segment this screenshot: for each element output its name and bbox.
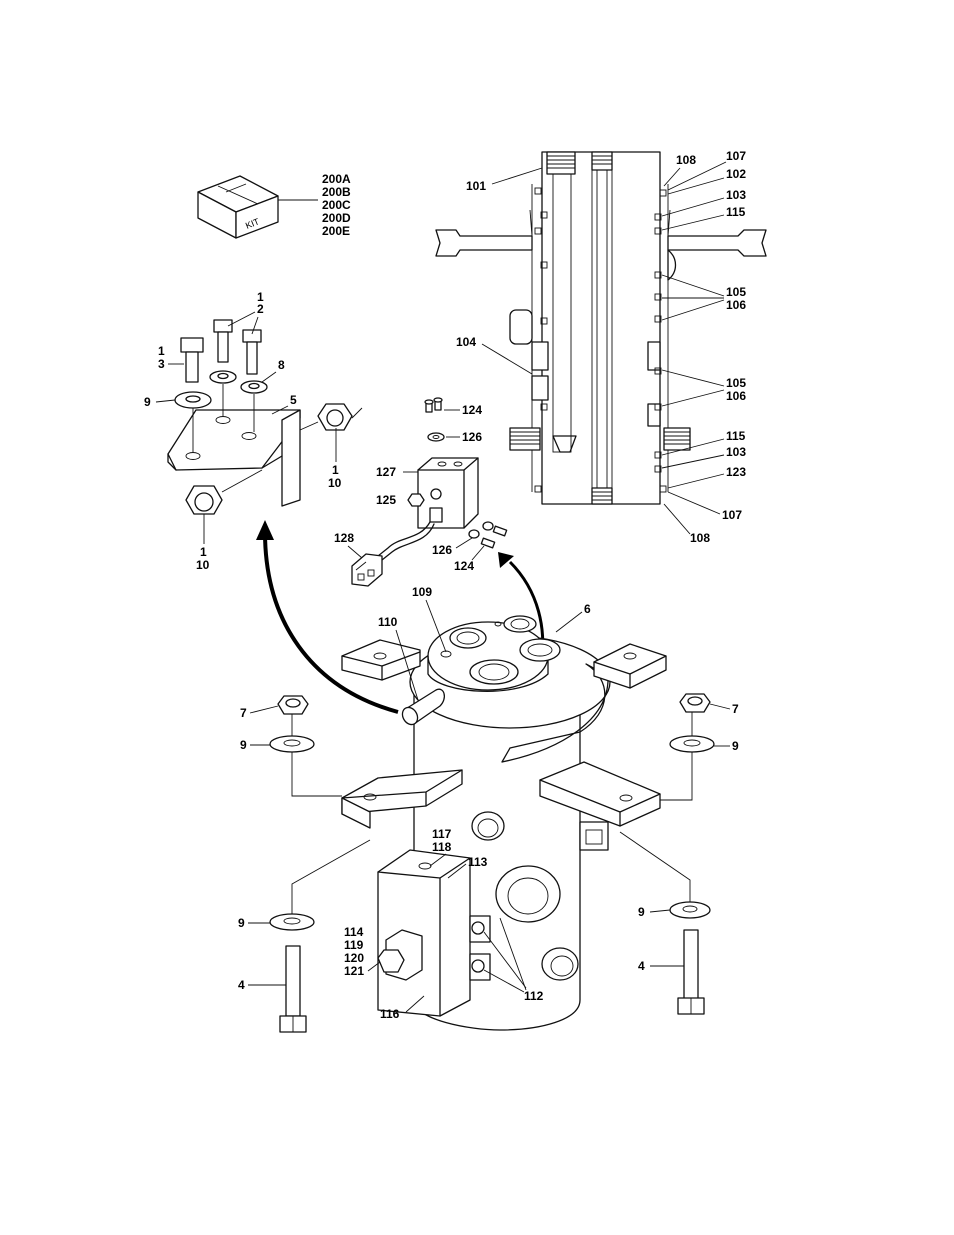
callout-128: 128: [334, 531, 354, 545]
callout-124: 124: [454, 559, 474, 573]
callout-108: 108: [690, 531, 710, 545]
callout-3: 3: [158, 357, 165, 371]
callout-103: 103: [726, 445, 746, 459]
callout-7: 7: [240, 706, 247, 720]
callout-106: 106: [726, 389, 746, 403]
callout-200a: 200A: [322, 172, 351, 186]
callout-4: 4: [238, 978, 245, 992]
callout-107: 107: [726, 149, 746, 163]
callout-200b: 200B: [322, 185, 351, 199]
callout-125: 125: [376, 493, 396, 507]
callout-9: 9: [238, 916, 245, 930]
callout-105: 105: [726, 285, 746, 299]
callout-109: 109: [412, 585, 432, 599]
callout-120: 120: [344, 951, 364, 965]
callout-117: 117: [432, 827, 452, 841]
callout-103: 103: [726, 188, 746, 202]
callout-5: 5: [290, 393, 297, 407]
callout-102: 102: [726, 167, 746, 181]
callout-1: 1: [158, 344, 165, 358]
cartridge-assembly: [436, 152, 766, 504]
callout-1: 1: [200, 545, 207, 559]
callout-113: 113: [468, 855, 488, 869]
callout-9: 9: [638, 905, 645, 919]
callout-4: 4: [638, 959, 645, 973]
callout-8: 8: [278, 358, 285, 372]
kit-callouts: 200A 200B 200C 200D 200E: [322, 172, 351, 238]
callout-126: 126: [462, 430, 482, 444]
callout-6: 6: [584, 602, 591, 616]
callout-114: 114: [344, 925, 364, 939]
callout-123: 123: [726, 465, 746, 479]
callout-106: 106: [726, 298, 746, 312]
callout-101: 101: [466, 179, 486, 193]
callout-10: 10: [196, 558, 210, 572]
callout-9: 9: [732, 739, 739, 753]
callout-107: 107: [722, 508, 742, 522]
main-housing: [342, 616, 666, 1030]
callout-9: 9: [144, 395, 151, 409]
callout-2: 2: [257, 302, 264, 316]
callout-200e: 200E: [322, 224, 350, 238]
solenoid-assembly: [352, 398, 507, 586]
callout-124: 124: [462, 403, 482, 417]
callout-105: 105: [726, 376, 746, 390]
kit-box: KIT: [198, 176, 318, 238]
callout-116: 116: [380, 1007, 400, 1021]
callout-127: 127: [376, 465, 396, 479]
callout-108: 108: [676, 153, 696, 167]
callout-121: 121: [344, 964, 364, 978]
callout-7: 7: [732, 702, 739, 716]
callout-9: 9: [240, 738, 247, 752]
callout-126: 126: [432, 543, 452, 557]
callout-200d: 200D: [322, 211, 351, 225]
callout-112: 112: [524, 989, 544, 1003]
callout-110: 110: [378, 615, 398, 629]
callout-115: 115: [726, 205, 746, 219]
callout-119: 119: [344, 938, 364, 952]
callout-10: 10: [328, 476, 342, 490]
callout-104: 104: [456, 335, 476, 349]
callout-118: 118: [432, 840, 452, 854]
callout-1: 1: [332, 463, 339, 477]
callout-115: 115: [726, 429, 746, 443]
callout-200c: 200C: [322, 198, 351, 212]
